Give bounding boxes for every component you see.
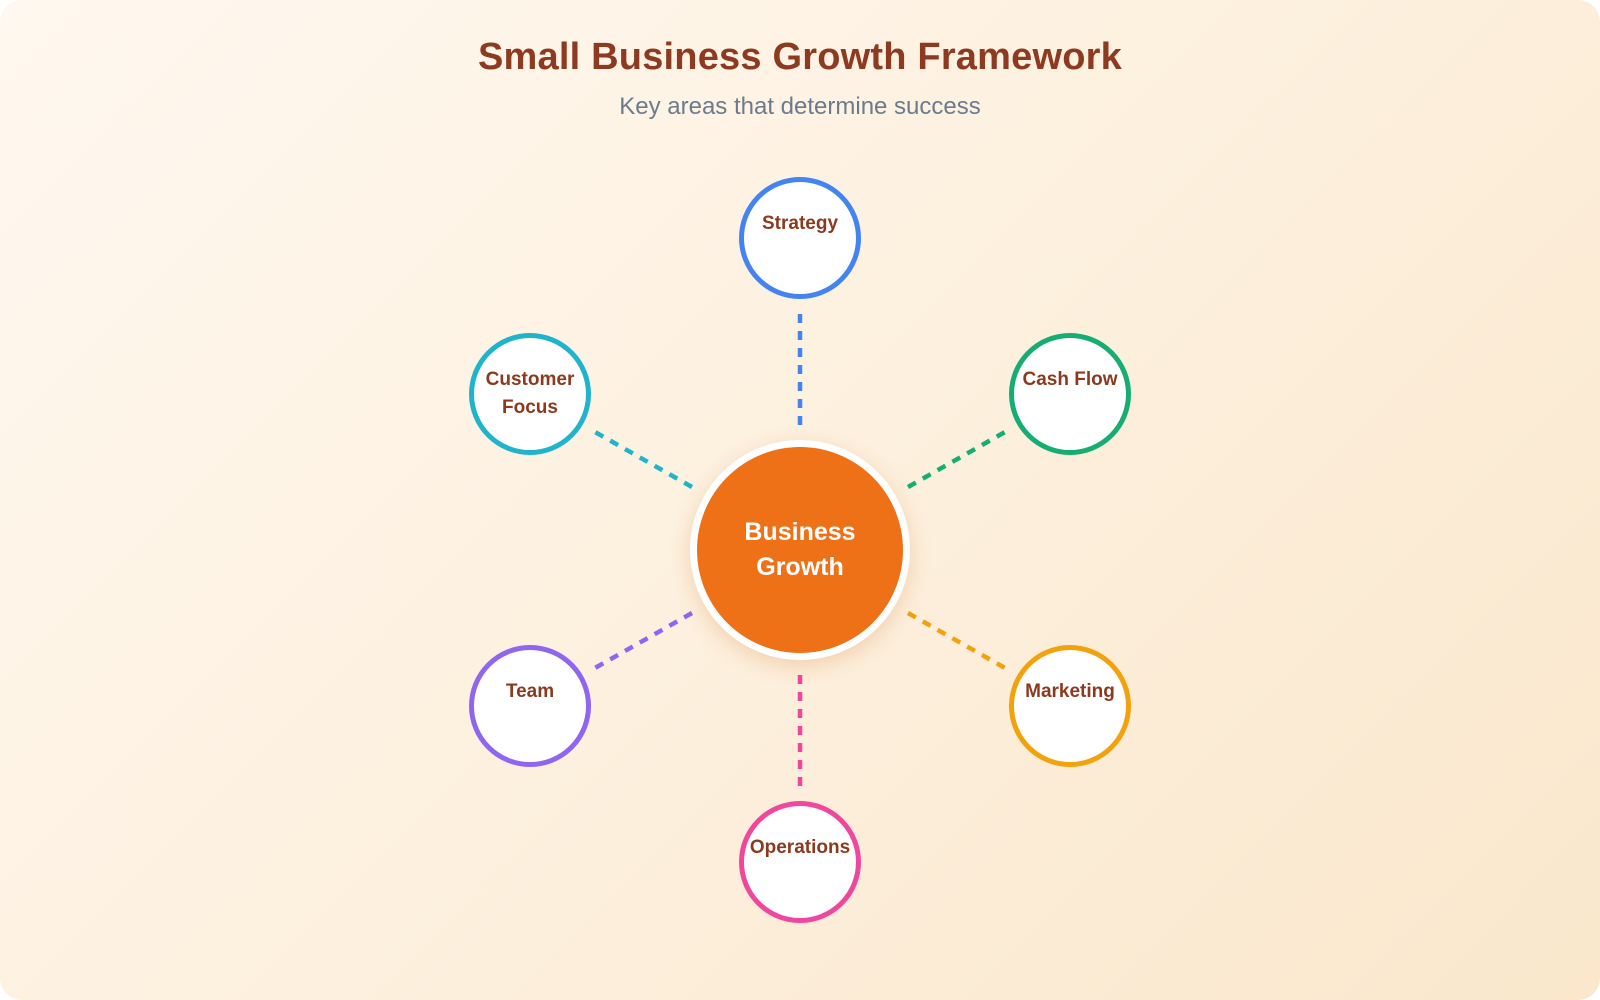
connector-customer-focus <box>593 430 694 489</box>
node-cash-flow-label: Cash Flow <box>1022 369 1118 390</box>
node-operations: Operations <box>739 801 861 923</box>
hub-node-label: Business Growth <box>744 518 856 581</box>
node-strategy-label: Strategy <box>761 213 839 234</box>
hub-node-business-growth: Business Growth <box>690 440 910 660</box>
connector-team <box>593 611 694 670</box>
node-customer-focus-label: Customer Focus <box>485 369 575 418</box>
connector-marketing <box>906 611 1007 670</box>
node-operations-label: Operations <box>749 837 851 858</box>
node-cash-flow: Cash Flow <box>1009 333 1131 455</box>
header: Small Business Growth Framework Key area… <box>0 36 1600 121</box>
node-strategy: Strategy <box>739 177 861 299</box>
node-team: Team <box>469 645 591 767</box>
node-customer-focus: Customer Focus <box>469 333 591 455</box>
page-subtitle: Key areas that determine success <box>619 93 981 120</box>
page-title: Small Business Growth Framework <box>478 36 1122 78</box>
node-team-label: Team <box>505 681 555 702</box>
connector-cash-flow <box>906 430 1007 489</box>
node-marketing-label: Marketing <box>1025 681 1115 702</box>
node-marketing: Marketing <box>1009 645 1131 767</box>
